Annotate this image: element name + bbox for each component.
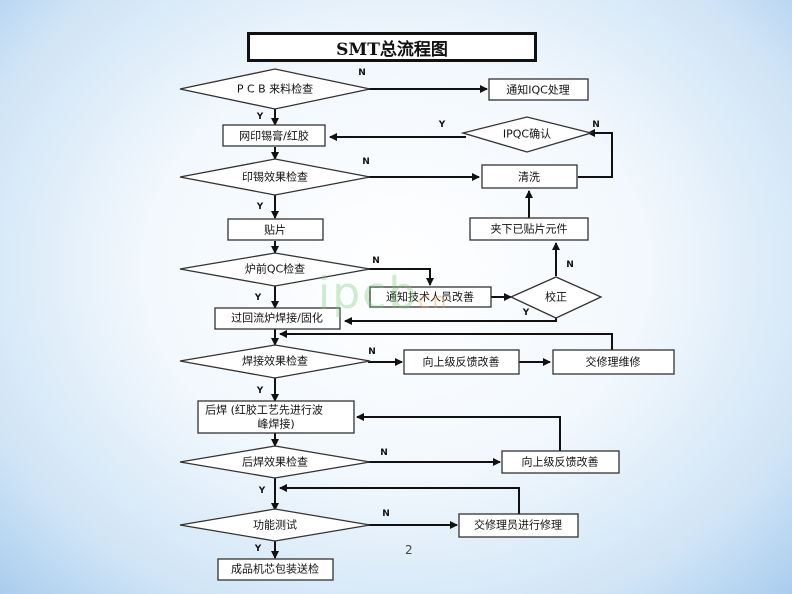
yn-func-n: N bbox=[382, 509, 390, 519]
yn-func-y: Y bbox=[254, 544, 262, 554]
yn-pcb-y: Y bbox=[256, 112, 264, 122]
label-func-test: 功能测试 bbox=[253, 518, 297, 532]
node-print-check-diamond bbox=[179, 158, 371, 196]
node-repair2-box bbox=[458, 513, 579, 538]
label-post-weld-check: 后焊效果检查 bbox=[242, 455, 308, 469]
node-pre-qc-diamond bbox=[179, 252, 371, 287]
label-repair2: 交修理员进行修理 bbox=[474, 518, 562, 532]
node-pcb-check-diamond bbox=[179, 68, 371, 110]
yn-ipqc-y: Y bbox=[438, 120, 446, 130]
label-reflow: 过回流炉焊接/固化 bbox=[231, 311, 323, 325]
yn-correct-y: Y bbox=[522, 308, 530, 318]
label-correct: 校正 bbox=[545, 290, 567, 304]
yn-preqc-n: N bbox=[372, 256, 380, 266]
edge-repair2-to-spine bbox=[279, 484, 520, 514]
edge-preqc-to-notify bbox=[368, 268, 434, 286]
node-print-glue-box bbox=[222, 124, 326, 147]
label-report-up2: 向上级反馈改善 bbox=[522, 455, 599, 469]
label-weld-check: 焊接效果检查 bbox=[242, 354, 308, 368]
node-ipqc-diamond bbox=[460, 116, 594, 153]
node-post-weld-check-diamond bbox=[179, 445, 371, 479]
node-remove-box bbox=[469, 217, 589, 241]
yn-weld-y: Y bbox=[256, 386, 264, 396]
label-iqc: 通知IQC处理 bbox=[506, 83, 570, 97]
label-pre-qc: 炉前QC检查 bbox=[245, 262, 305, 276]
label-print-glue: 网印锡膏/红胶 bbox=[239, 129, 309, 143]
node-mount-box bbox=[227, 218, 324, 241]
yn-correct-n: N bbox=[566, 260, 574, 270]
label-print-check: 印锡效果检查 bbox=[242, 170, 308, 184]
node-iqc-box bbox=[488, 78, 589, 101]
label-clean: 清洗 bbox=[518, 171, 540, 184]
label-report-up1: 向上级反馈改善 bbox=[423, 355, 500, 369]
edge-clean-to-ipqc bbox=[578, 129, 613, 178]
edge-correct-to-reflow bbox=[344, 317, 557, 325]
node-report-up2-box bbox=[501, 450, 620, 474]
node-post-weld-box bbox=[197, 400, 355, 434]
label-pcb-check: P C B 来料检查 bbox=[237, 82, 313, 96]
label-ipqc: IPQC确认 bbox=[503, 128, 551, 141]
node-repair1-box bbox=[552, 349, 675, 375]
node-notify-tech-box bbox=[369, 286, 492, 308]
yn-postcheck-n: N bbox=[380, 448, 388, 458]
label-repair1: 交修理维修 bbox=[586, 355, 641, 369]
label-post-weld-line1: 后焊 (红胶工艺先进行波 bbox=[205, 403, 323, 417]
node-weld-check-diamond bbox=[179, 344, 371, 379]
label-mount: 贴片 bbox=[264, 223, 286, 237]
yn-printcheck-y: Y bbox=[256, 202, 264, 212]
node-final-box bbox=[217, 558, 334, 581]
label-post-weld-line2: 峰焊接) bbox=[257, 417, 294, 431]
edge-report2-to-post bbox=[356, 413, 561, 451]
node-clean-box bbox=[481, 164, 578, 189]
page-number: 2 bbox=[405, 543, 413, 557]
node-report-up1-box bbox=[403, 349, 520, 375]
yn-ipqc-n: N bbox=[592, 120, 600, 130]
yn-postcheck-y: Y bbox=[258, 486, 266, 496]
node-func-test-diamond bbox=[179, 508, 371, 542]
node-reflow-box bbox=[214, 307, 341, 330]
yn-preqc-y: Y bbox=[254, 293, 262, 303]
page-title: SMT总流程图 bbox=[247, 32, 537, 62]
label-notify-tech: 通知技术人员改善 bbox=[386, 290, 474, 304]
label-remove: 夹下已贴片元件 bbox=[491, 222, 568, 236]
node-correct-diamond bbox=[509, 276, 603, 319]
edge-repair1-to-spine bbox=[279, 330, 613, 350]
yn-pcb-n: N bbox=[358, 68, 366, 78]
yn-weld-n: N bbox=[368, 347, 376, 357]
label-final: 成品机芯包装送检 bbox=[231, 562, 319, 576]
yn-printcheck-n: N bbox=[362, 157, 370, 167]
